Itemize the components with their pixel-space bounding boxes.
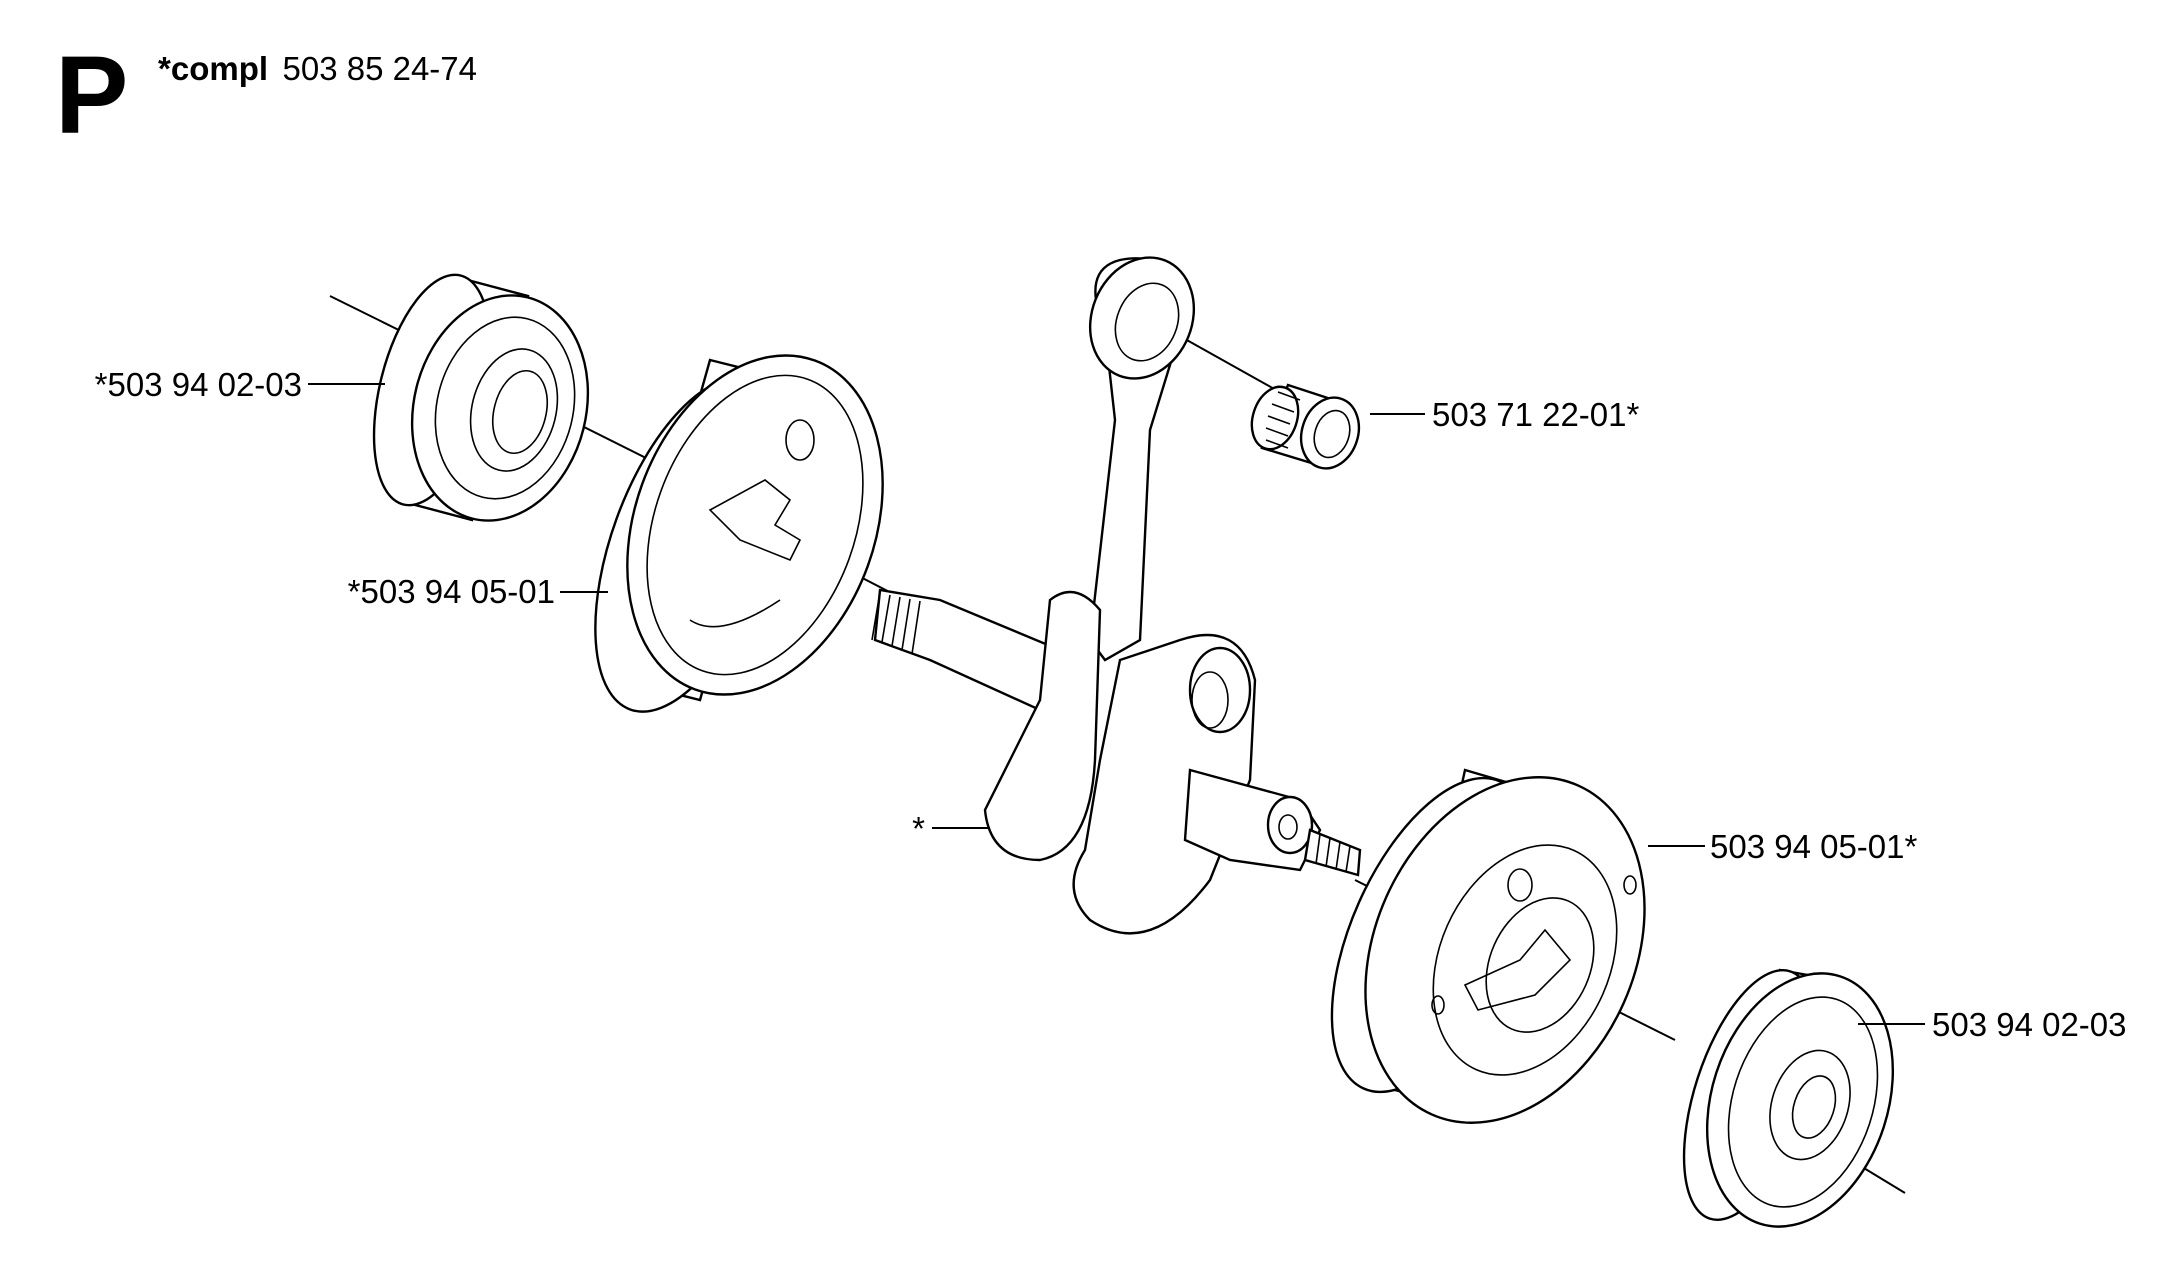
compl-number: 503 85 24-74 bbox=[282, 50, 477, 87]
bearing-right-drawing bbox=[1682, 968, 1895, 1228]
compl-heading: *compl 503 85 24-74 bbox=[158, 50, 477, 87]
compl-prefix: *compl bbox=[158, 50, 268, 87]
crankshaft-drawing bbox=[871, 256, 1362, 935]
label-bearing-left: *503 94 02-03 bbox=[95, 366, 302, 403]
label-bearing-right: 503 94 02-03 bbox=[1932, 1006, 2127, 1043]
label-crankshaft: * bbox=[912, 810, 925, 847]
flywheel-left-drawing bbox=[594, 354, 884, 713]
label-flywheel-right: 503 94 05-01* bbox=[1710, 828, 1918, 865]
bearing-left-drawing bbox=[372, 273, 590, 522]
label-flywheel-left: *503 94 05-01 bbox=[348, 573, 555, 610]
section-letter: P bbox=[55, 34, 128, 157]
leader-lines bbox=[308, 383, 1925, 1025]
needle-bearing-drawing bbox=[1250, 383, 1361, 470]
flywheel-right-drawing bbox=[1330, 768, 1646, 1124]
label-needle-bearing: 503 71 22-01* bbox=[1432, 396, 1640, 433]
